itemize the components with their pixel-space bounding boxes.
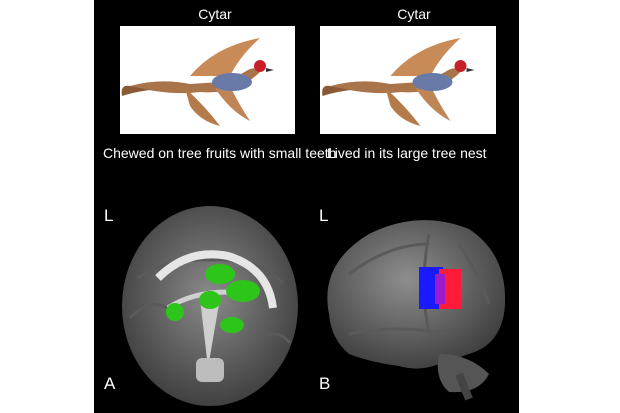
stimulus-2-image: [320, 26, 496, 134]
stimulus-1-caption: Chewed on tree fruits with small teeth: [103, 145, 337, 161]
activation-green-5: [220, 317, 244, 333]
brain-axial-image: [122, 206, 298, 406]
activation-overlap: [435, 274, 445, 304]
brain-a-panel-label: A: [104, 374, 116, 393]
brain-lateral-image: [327, 220, 506, 401]
stimulus-1-image: [120, 26, 295, 134]
brain-a-hemisphere-label: L: [104, 206, 114, 225]
stimulus-1-title: Cytar: [198, 6, 232, 22]
brain-b-panel-label: B: [319, 374, 331, 393]
activation-green-4: [166, 303, 184, 321]
winged-creature-illustration: [121, 38, 274, 126]
figure-panel: Cytar Chewed on tree fruits with small t…: [94, 0, 519, 413]
activation-green-3: [199, 291, 221, 309]
activation-green-2: [226, 280, 260, 302]
brain-b-hemisphere-label: L: [319, 206, 329, 225]
stimulus-2-title: Cytar: [397, 6, 431, 22]
activation-green-1: [205, 264, 235, 284]
winged-creature-illustration: [322, 38, 475, 126]
stimulus-2-caption: Lived in its large tree nest: [327, 145, 487, 161]
